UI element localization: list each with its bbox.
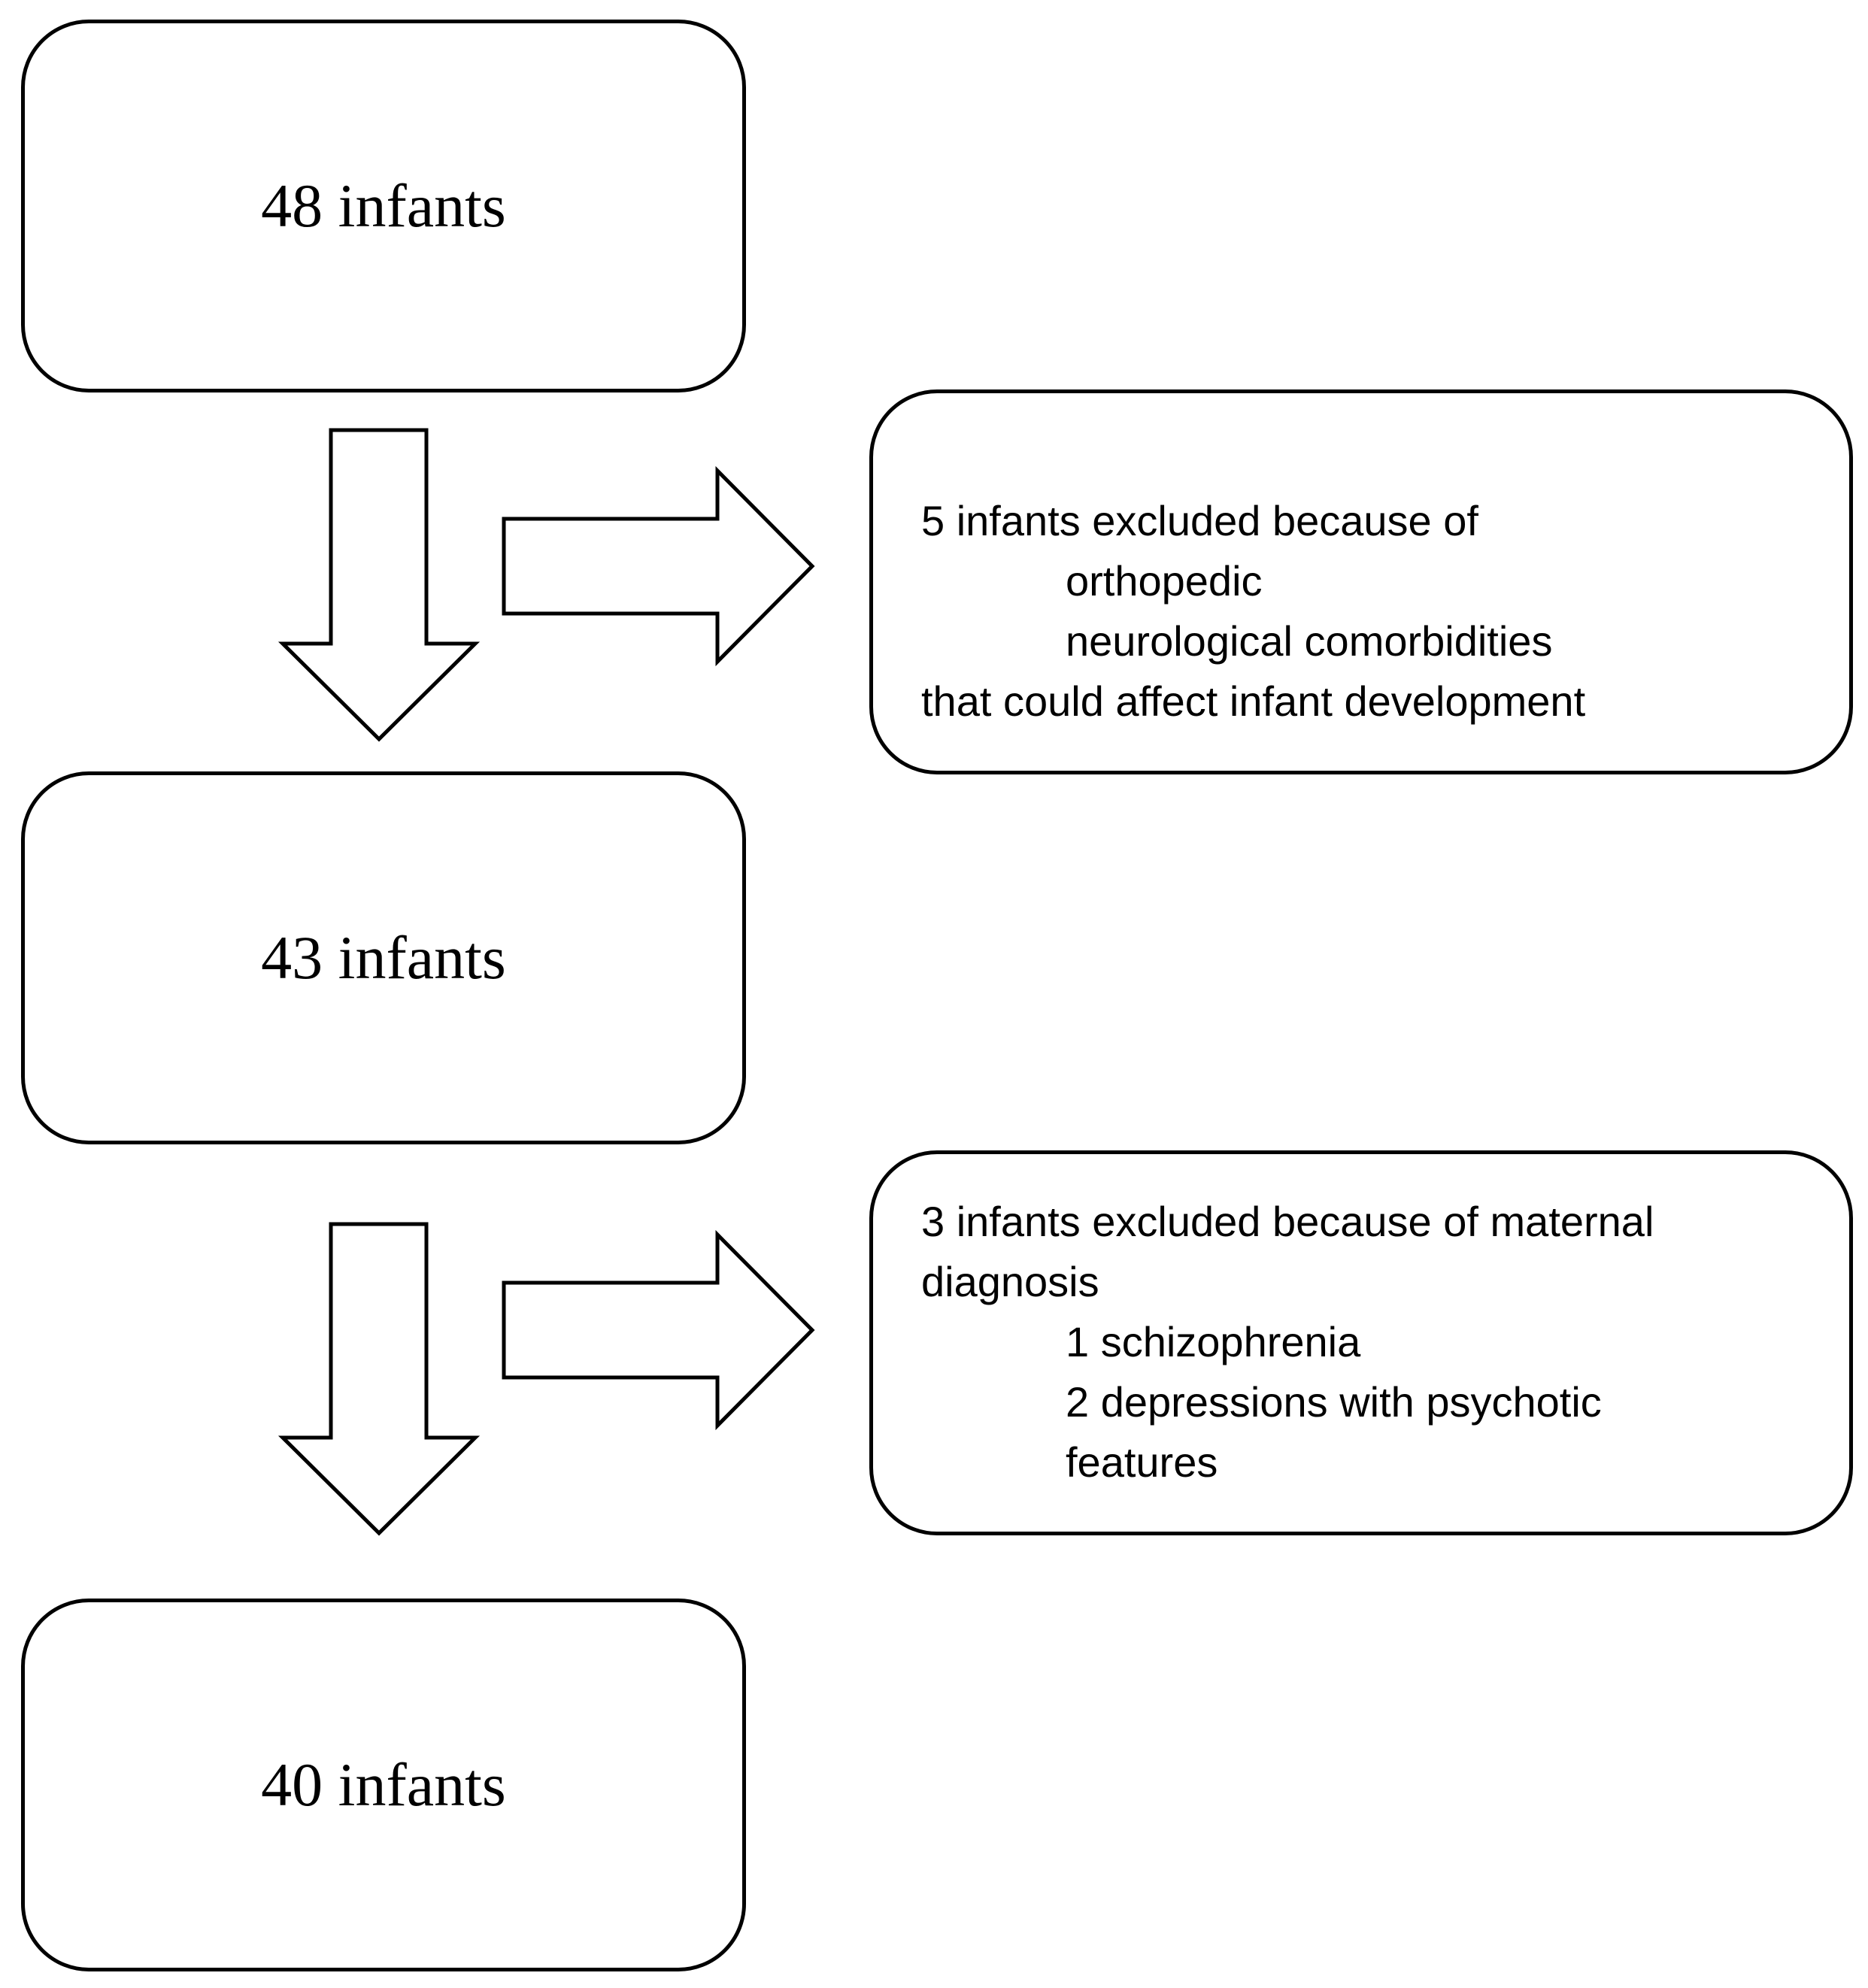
right-arrow-2 [502, 1229, 815, 1431]
exclusion-line: 2 depressions with psychotic [1066, 1378, 1602, 1426]
down-arrow-1 [277, 428, 481, 742]
right-arrow-1 [502, 465, 815, 667]
exclusion-line: 1 schizophrenia [1066, 1318, 1361, 1365]
cohort-box-after-first-exclusion: 43 infants [21, 771, 746, 1144]
down-arrow-2 [277, 1222, 481, 1536]
exclusion-box-comorbidities: 5 infants excluded because of orthopedic… [869, 389, 1853, 774]
exclusion-line: features [1066, 1438, 1218, 1486]
exclusion-line: diagnosis [921, 1258, 1099, 1305]
exclusion-line: orthopedic [1066, 557, 1263, 605]
cohort-box-final: 40 infants [21, 1599, 746, 1971]
exclusion-line: 3 infants excluded because of maternal [921, 1198, 1654, 1245]
cohort-box-initial: 48 infants [21, 20, 746, 392]
cohort-count-label: 48 infants [261, 171, 506, 240]
exclusion-line: 5 infants excluded because of [921, 497, 1478, 544]
exclusion-line: neurological comorbidities [1066, 617, 1553, 665]
exclusion-line: that could affect infant development [921, 677, 1586, 725]
cohort-count-label: 43 infants [261, 923, 506, 992]
cohort-count-label: 40 infants [261, 1750, 506, 1819]
exclusion-box-maternal-diagnosis: 3 infants excluded because of maternal d… [869, 1150, 1853, 1535]
